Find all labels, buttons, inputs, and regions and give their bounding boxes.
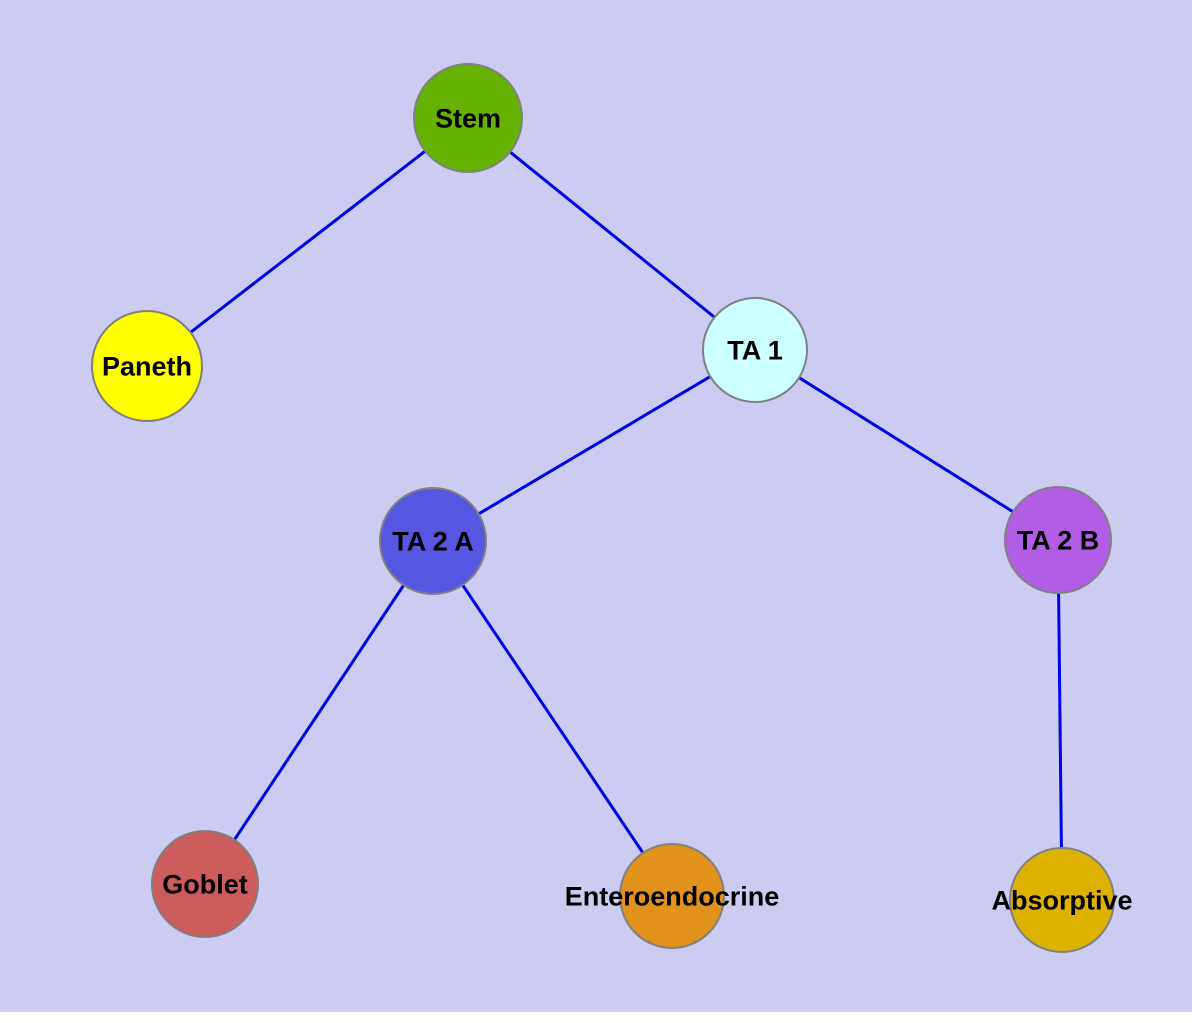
node-absorptive[interactable]: Absorptive	[991, 847, 1133, 953]
node-circle-stem[interactable]	[413, 63, 523, 173]
node-circle-goblet[interactable]	[151, 830, 259, 938]
node-label-ta2b: TA 2 B	[1017, 525, 1100, 555]
edge-stem-to-paneth	[146, 116, 469, 368]
edge-ta2a-to-goblet	[203, 540, 435, 885]
node-label-ta2a: TA 2 A	[392, 526, 474, 556]
node-ta2b[interactable]: TA 2 B	[1004, 486, 1112, 594]
node-paneth[interactable]: Paneth	[91, 310, 203, 422]
node-goblet[interactable]: Goblet	[151, 830, 259, 938]
edge-ta1-to-ta2a	[432, 348, 756, 543]
node-circle-paneth[interactable]	[91, 310, 203, 422]
edge-ta2a-to-enteroendocrine	[431, 540, 674, 897]
node-label-stem: Stem	[435, 103, 501, 133]
node-stem[interactable]: Stem	[413, 63, 523, 173]
edge-ta1-to-ta2b	[754, 348, 1059, 542]
node-circle-ta2b[interactable]	[1004, 486, 1112, 594]
node-enteroendocrine[interactable]: Enteroendocrine	[565, 843, 780, 949]
node-label-paneth: Paneth	[102, 351, 192, 381]
node-label-ta1: TA 1	[727, 335, 783, 365]
edge-ta2b-to-absorptive	[1056, 539, 1064, 901]
node-ta2a[interactable]: TA 2 A	[379, 487, 487, 595]
node-circle-absorptive[interactable]	[1009, 847, 1115, 953]
node-ta1[interactable]: TA 1	[702, 297, 808, 403]
node-label-absorptive: Absorptive	[991, 885, 1132, 915]
node-label-goblet: Goblet	[162, 869, 248, 899]
node-circle-ta1[interactable]	[702, 297, 808, 403]
edge-stem-to-ta1	[467, 116, 756, 352]
node-label-enteroendocrine: Enteroendocrine	[565, 881, 780, 911]
node-circle-ta2a[interactable]	[379, 487, 487, 595]
node-circle-enteroendocrine[interactable]	[619, 843, 725, 949]
